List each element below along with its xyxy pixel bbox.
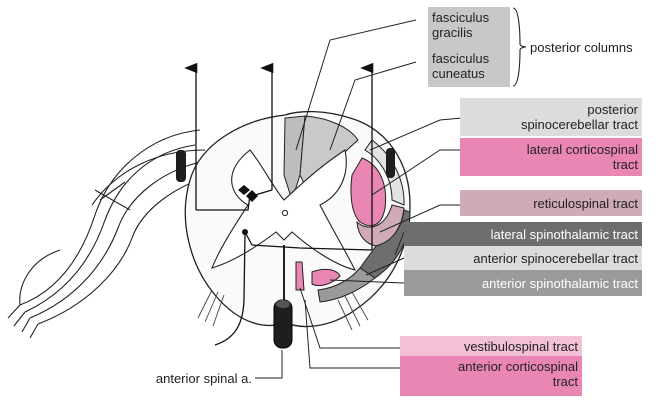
leader-lines <box>255 19 463 379</box>
label-bg-posterior-spinocerebellar <box>460 98 642 136</box>
lateral-corticospinal-area <box>350 157 387 227</box>
ventral-rootlets <box>197 289 369 331</box>
anterior-spinocerebellar-area <box>317 267 376 303</box>
label-lateral-spinothalamic: lateral spinothalamic tract <box>490 227 638 242</box>
left-root-vessel <box>176 150 186 182</box>
posterior-columns-brace <box>512 7 527 87</box>
label-anterior-spinal-artery: anterior spinal a. <box>155 371 252 386</box>
spinal-nerve <box>7 129 216 339</box>
label-bg-lateral-spinothalamic <box>404 222 642 246</box>
central-canal <box>281 209 289 217</box>
label-vestibulospinal: vestibulospinal tract <box>463 339 578 354</box>
synapse-markers <box>238 185 258 235</box>
label-bg-anterior-corticospinal <box>400 356 582 396</box>
label-reticulospinal: reticulospinal tract <box>533 196 638 211</box>
vestibulospinal-area <box>295 261 305 291</box>
ascending-arrows <box>184 62 374 346</box>
anterior-spinothalamic-area <box>311 268 341 287</box>
label-bg-vestibulospinal <box>400 336 582 356</box>
label-anterior-spinocerebellar: anterior spinocerebellar tract <box>473 251 638 266</box>
label-bg-anterior-spinocerebellar <box>404 246 642 270</box>
lateral-spinothalamic-area <box>359 209 411 279</box>
label-posterior-columns: posterior columns <box>530 40 633 55</box>
gray-matter <box>211 149 357 271</box>
label-anterior-spinothalamic: anterior spinothalamic tract <box>481 276 638 291</box>
label-bg-anterior-spinothalamic <box>404 270 642 296</box>
label-bg-posterior-columns <box>428 7 510 87</box>
artery-lumen <box>276 300 290 308</box>
right-root-vessel <box>386 148 395 178</box>
label-bg-reticulospinal <box>460 190 642 216</box>
label-bg-lateral-corticospinal <box>460 138 642 176</box>
